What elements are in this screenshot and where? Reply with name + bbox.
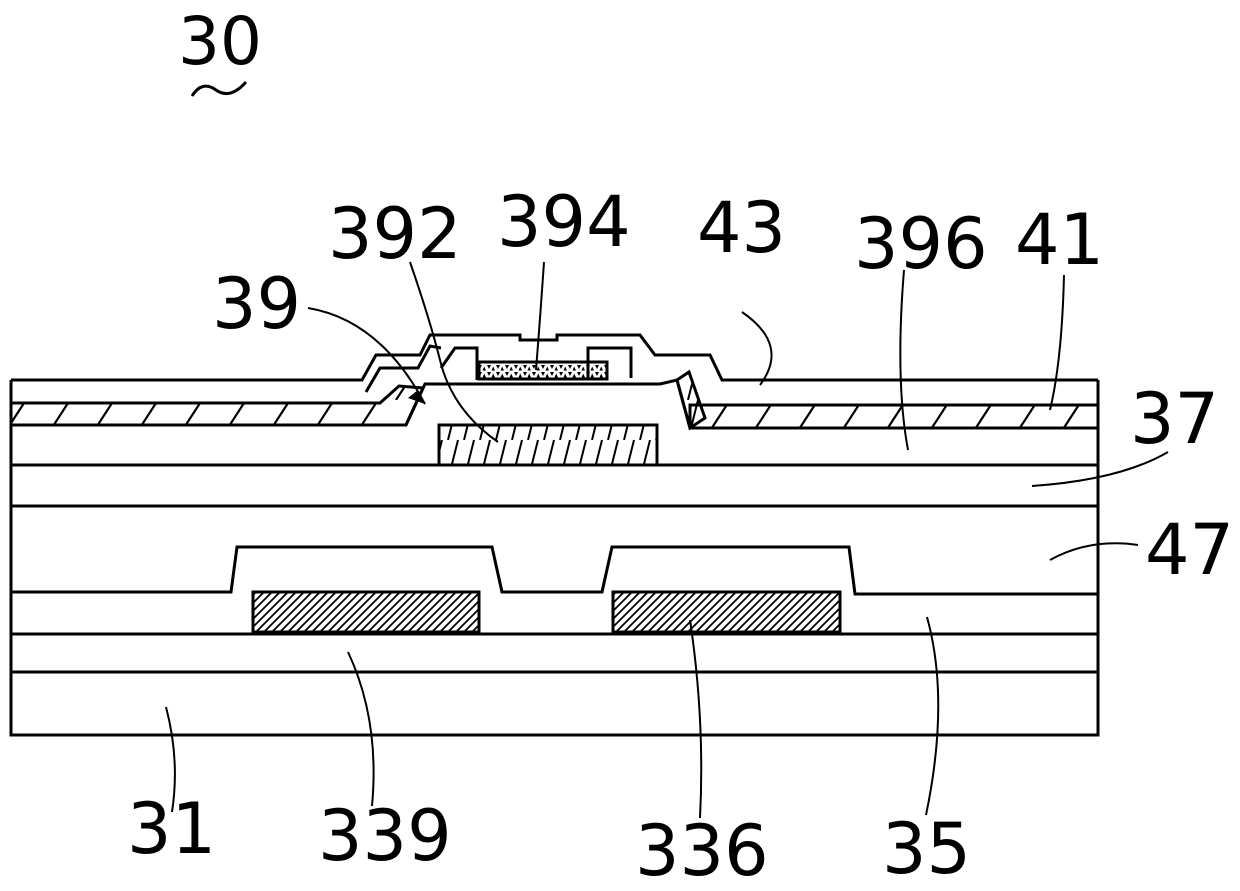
leader-43 — [742, 312, 772, 385]
electrode-336 — [613, 592, 840, 632]
leader-336 — [690, 620, 701, 818]
leader-47 — [1050, 543, 1138, 560]
label-392: 392 — [328, 193, 462, 275]
layer-39-left — [11, 386, 423, 425]
label-41: 41 — [1015, 199, 1104, 281]
figure-reference-numeral: 30 — [178, 3, 262, 80]
contact-pad-left — [441, 348, 477, 380]
label-394: 394 — [497, 181, 631, 263]
label-39: 39 — [212, 263, 301, 345]
label-339: 339 — [318, 795, 452, 877]
figure-reference-tilde — [192, 82, 246, 96]
layer-35-outline — [11, 547, 1098, 594]
label-336: 336 — [635, 810, 769, 891]
substrate-31 — [11, 672, 1098, 735]
element-392 — [439, 425, 657, 465]
label-37: 37 — [1130, 378, 1219, 460]
leader-339 — [348, 652, 374, 806]
label-396: 396 — [854, 203, 988, 285]
leader-41 — [1050, 275, 1064, 410]
label-43: 43 — [697, 187, 786, 269]
leader-35 — [926, 617, 938, 815]
label-47: 47 — [1145, 509, 1234, 591]
layer-41-right — [690, 405, 1098, 428]
label-31: 31 — [127, 788, 216, 870]
electrode-339 — [253, 592, 479, 632]
leader-394 — [536, 262, 544, 370]
label-35: 35 — [882, 808, 971, 890]
